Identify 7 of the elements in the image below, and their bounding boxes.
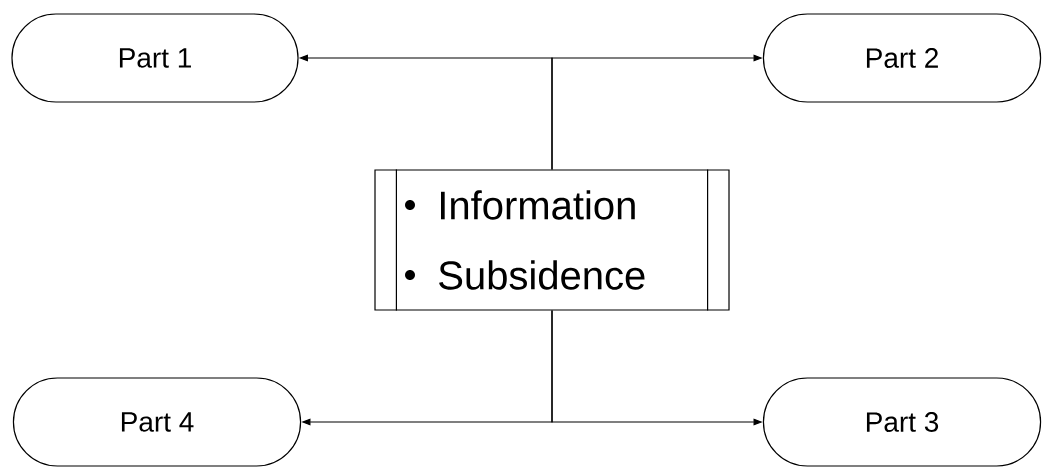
list-box <box>374 168 730 312</box>
process-pill: Part 3 <box>762 377 1042 467</box>
list-item: Subsidence <box>439 260 645 290</box>
process-pill: Part 1 <box>11 13 299 103</box>
process-pill: Part 4 <box>12 377 302 467</box>
process-pill: Part 2 <box>762 13 1042 103</box>
list-item: Information <box>440 190 635 220</box>
